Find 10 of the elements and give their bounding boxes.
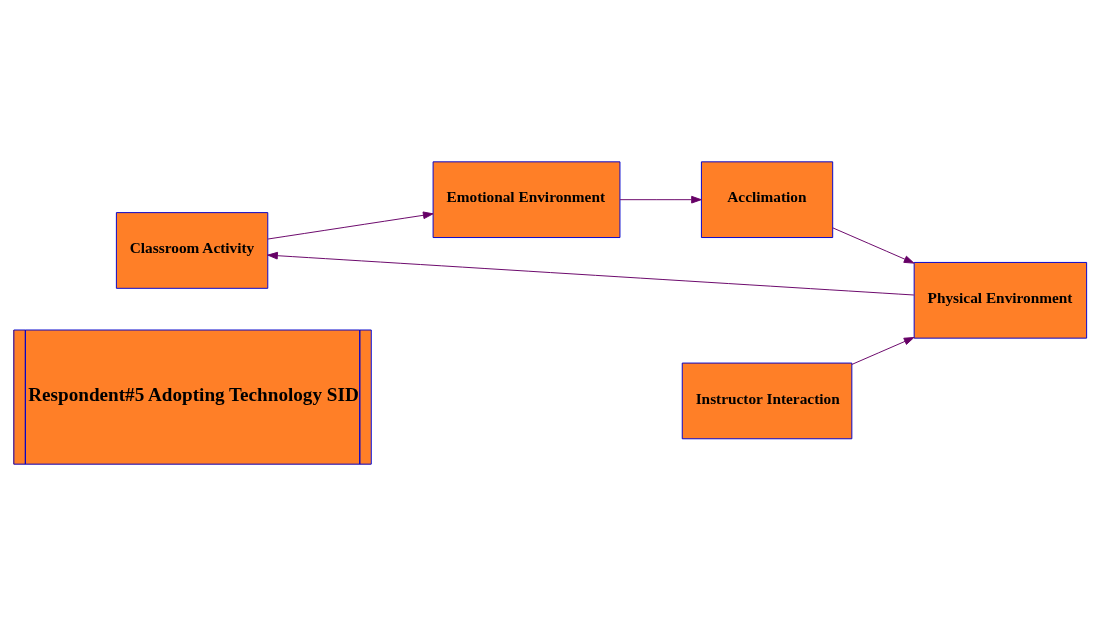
- node-box: Physical Environment: [913, 261, 1088, 339]
- arrow: [832, 226, 915, 264]
- arrow: [851, 336, 915, 365]
- node-box: Classroom Activity: [115, 211, 269, 289]
- node-box: Instructor Interaction: [681, 362, 853, 439]
- arrow: [619, 195, 702, 203]
- arrow: [267, 251, 915, 295]
- node-box: Emotional Environment: [432, 160, 621, 238]
- arrow: [267, 211, 434, 239]
- node-box: Acclimation: [700, 160, 834, 238]
